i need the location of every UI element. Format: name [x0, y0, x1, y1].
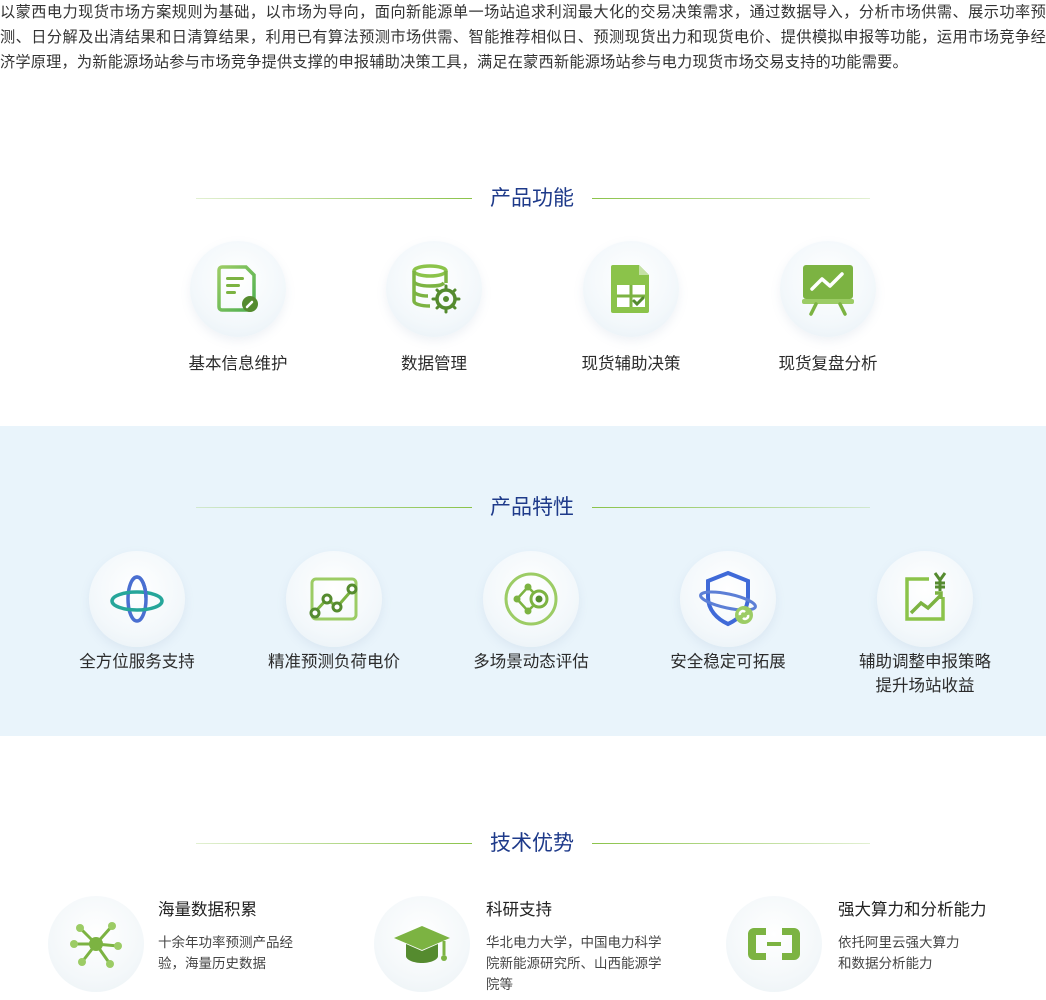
tech-icon-research	[374, 896, 470, 992]
function-card-spot-decision[interactable]	[583, 241, 679, 337]
feature-label-line2: 提升场站收益	[875, 676, 975, 695]
feature-card-forecast[interactable]	[286, 551, 382, 647]
function-card-data-management[interactable]	[386, 241, 482, 337]
function-card-spot-review[interactable]	[780, 241, 876, 337]
section-title-functions: 产品功能	[0, 183, 1046, 213]
function-label: 现货复盘分析	[778, 354, 878, 373]
section-title-tech: 技术优势	[0, 828, 1046, 858]
orbit-ring-icon	[110, 575, 164, 623]
data-hub-icon	[70, 922, 122, 968]
feature-label: 多场景动态评估	[473, 652, 589, 671]
divider-line	[592, 198, 870, 199]
database-gear-icon	[412, 264, 461, 314]
shield-link-icon	[699, 570, 757, 627]
tech-description: 十余年功率预测产品经验，海量历史数据	[158, 935, 293, 972]
feature-label: 全方位服务支持	[79, 652, 195, 671]
feature-card-service[interactable]	[89, 551, 185, 647]
divider-line	[592, 507, 870, 508]
yuan-growth-icon	[905, 572, 947, 621]
tech-title: 强大算力和分析能力	[838, 900, 987, 919]
feature-card-security[interactable]	[680, 551, 776, 647]
tech-title: 科研支持	[486, 900, 552, 919]
feature-label: 安全稳定可拓展	[670, 652, 786, 671]
tech-icon-data	[48, 896, 144, 992]
section-heading: 技术优势	[490, 831, 574, 855]
tech-description: 华北电力大学，中国电力科学院新能源研究所、山西能源学院等	[486, 935, 662, 993]
divider-line	[196, 507, 472, 508]
spreadsheet-check-icon	[611, 265, 649, 313]
function-label: 现货辅助决策	[581, 354, 681, 373]
document-wrench-icon	[217, 265, 258, 312]
feature-card-strategy[interactable]	[877, 551, 973, 647]
tech-icon-computing	[726, 896, 822, 992]
section-heading: 产品功能	[490, 186, 574, 210]
graduation-cap-icon	[394, 926, 450, 963]
tech-title: 海量数据积累	[158, 900, 257, 919]
function-label: 数据管理	[401, 354, 467, 373]
section-title-features: 产品特性	[0, 492, 1046, 522]
section-heading: 产品特性	[490, 495, 574, 519]
network-target-icon	[504, 572, 558, 626]
tech-description: 依托阿里云强大算力和数据分析能力	[838, 935, 960, 972]
feature-card-scenarios[interactable]	[483, 551, 579, 647]
intro-paragraph: 以蒙西电力现货市场方案规则为基础，以市场为导向，面向新能源单一场站追求利润最大化…	[0, 3, 1046, 71]
feature-label: 辅助调整申报策略	[859, 652, 991, 671]
function-label: 基本信息维护	[188, 354, 288, 373]
presentation-chart-icon	[802, 265, 854, 316]
cloud-bracket-icon	[748, 928, 800, 960]
divider-line	[196, 198, 472, 199]
feature-label: 精准预测负荷电价	[268, 652, 400, 671]
function-card-basic-info[interactable]	[190, 241, 286, 337]
divider-line	[196, 843, 472, 844]
line-trend-icon	[309, 577, 358, 621]
divider-line	[592, 843, 870, 844]
